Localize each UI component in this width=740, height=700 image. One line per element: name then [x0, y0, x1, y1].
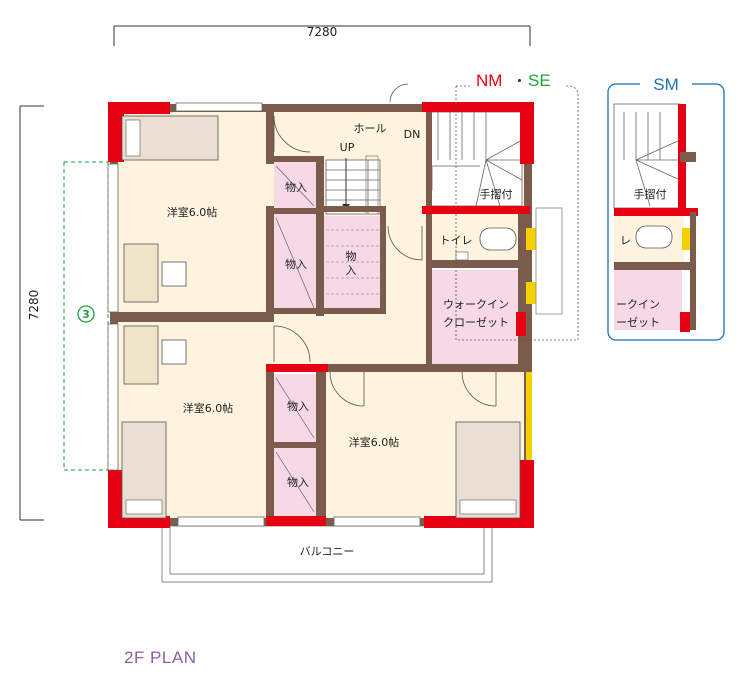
storage-label-2: 物入 — [285, 257, 307, 271]
toilet-bowl — [479, 227, 517, 251]
inset-title: SM — [653, 75, 679, 94]
yellow-panel-toilet — [526, 228, 536, 250]
yellow-panel-closet — [526, 282, 536, 304]
closet-label-line1: ウォークイン — [443, 298, 509, 311]
dimension-top — [113, 25, 531, 46]
plan-caption: 2F PLAN — [124, 648, 197, 667]
floor-plan: 7280 7280 3 バルコニー — [19, 25, 725, 583]
inset-toilet-fragment: レ — [620, 234, 631, 247]
inset-closet-line1: ークイン — [616, 298, 660, 311]
door-swings — [273, 83, 497, 407]
storage-label-5: 物入 — [287, 475, 309, 489]
furniture — [121, 115, 521, 519]
toilet-label: トイレ — [440, 234, 473, 247]
variant-outline-ne — [455, 85, 579, 341]
room-label-west-top: 洋室6.0帖 — [167, 205, 218, 219]
storage-3 — [324, 216, 380, 312]
storage-label-4: 物入 — [287, 399, 309, 413]
yellow-window-east — [526, 372, 532, 460]
handrail-main — [365, 155, 379, 215]
desk-bottom — [123, 325, 159, 385]
dimension-left-label: 7280 — [27, 290, 41, 321]
stairs-down-label: DN — [404, 128, 421, 141]
variant-label-dot: ・ — [512, 72, 527, 90]
inset-sm — [607, 74, 725, 341]
balcony-label: バルコニー — [300, 545, 355, 558]
room-label-west-bottom: 洋室6.0帖 — [183, 401, 234, 415]
windows — [107, 102, 421, 527]
chair-bottom — [161, 339, 187, 365]
option-marker-number: 3 — [82, 308, 90, 321]
room-label-east: 洋室6.0帖 — [349, 435, 400, 449]
balcony — [161, 525, 493, 583]
storage-5 — [274, 448, 318, 516]
variant-label-se: SE — [528, 71, 551, 90]
dimension-left — [19, 105, 44, 521]
hall-label: ホール — [354, 122, 387, 135]
dimension-top-label: 7280 — [307, 25, 338, 39]
variant-label-nm: NM — [476, 71, 502, 90]
storage-label-1: 物入 — [285, 180, 307, 194]
inset-closet-line2: ーゼット — [616, 316, 660, 329]
chair-top — [161, 261, 187, 287]
option-outline-green — [63, 161, 109, 471]
handrail-label: 手摺付 — [480, 187, 513, 201]
storage-label-3b: 入 — [346, 264, 357, 277]
red-wall-accents — [108, 102, 534, 528]
desk-top — [123, 243, 159, 303]
stairs-main — [325, 111, 523, 215]
stairs-up-label: UP — [340, 141, 355, 154]
option-marker-circle — [77, 305, 95, 323]
storage-label-3a: 物 — [346, 249, 357, 263]
walk-in-closet — [432, 270, 522, 364]
closet-label-line2: クローゼット — [443, 316, 509, 329]
inset-handrail-label: 手摺付 — [634, 187, 667, 201]
storage-4 — [274, 374, 318, 442]
